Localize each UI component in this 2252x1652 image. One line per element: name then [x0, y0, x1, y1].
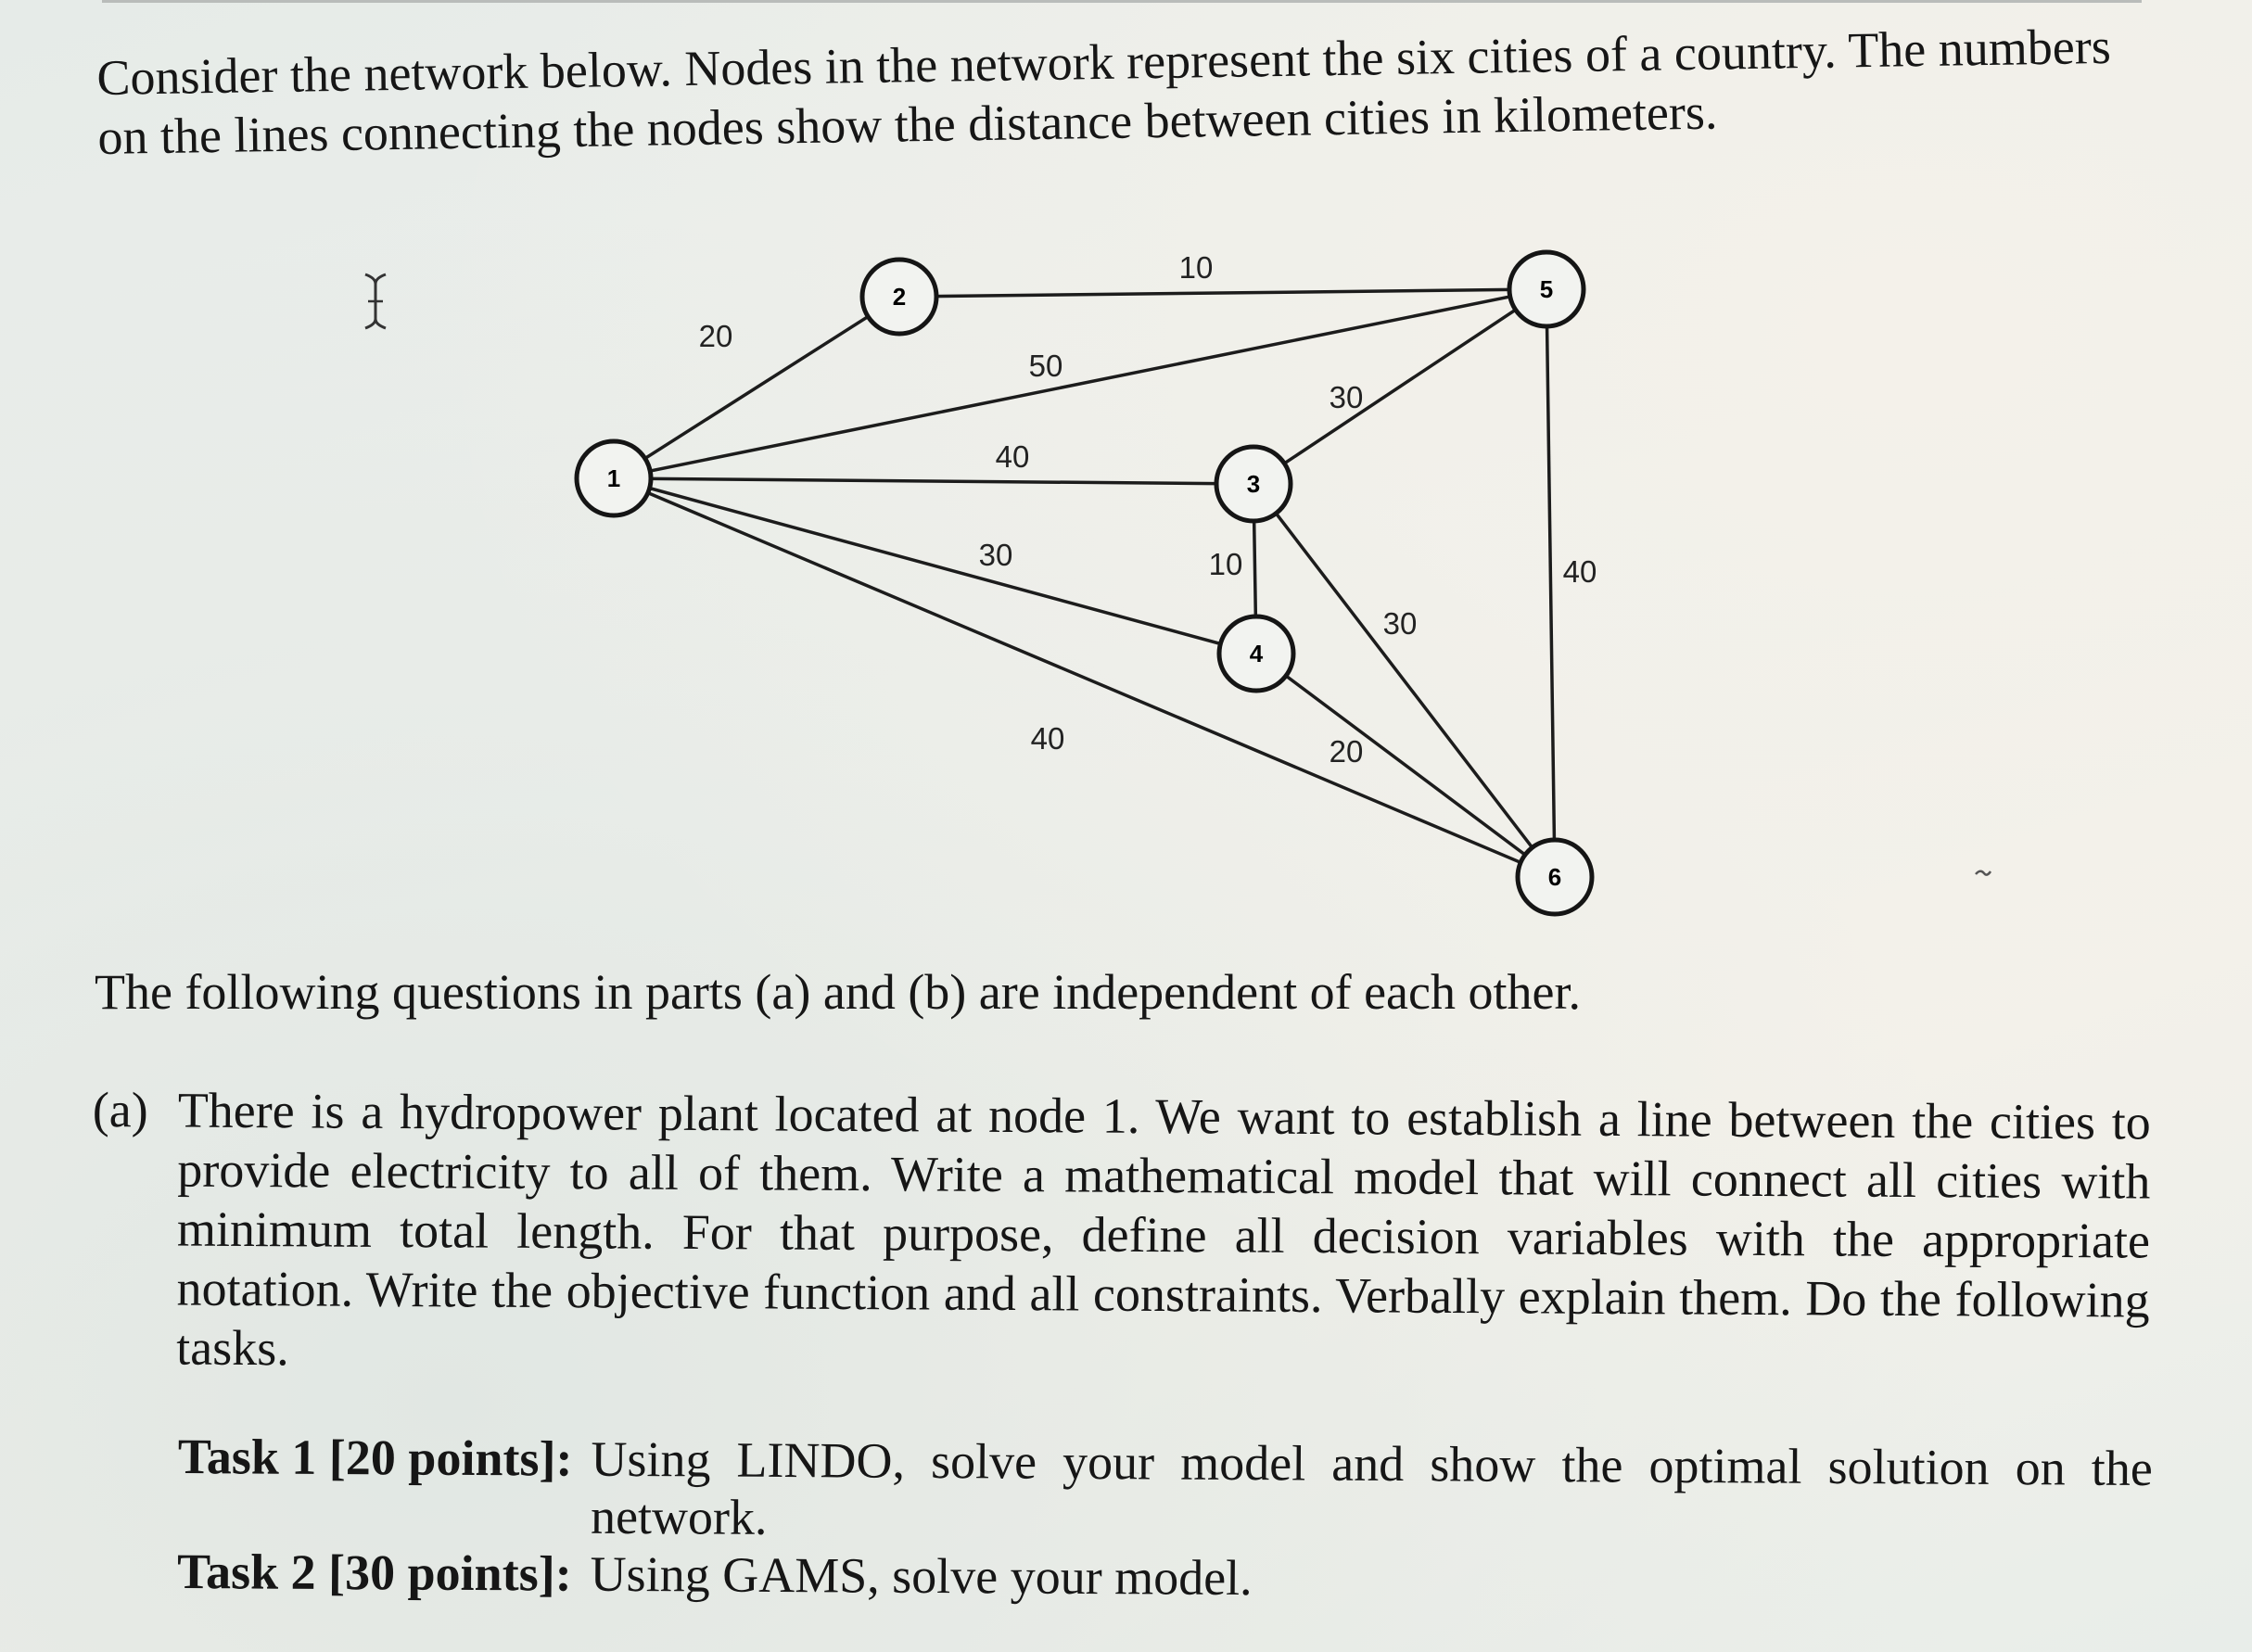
- edge-1-6: [613, 477, 1556, 879]
- node-3: 3: [1214, 444, 1293, 524]
- node-label: 3: [1247, 470, 1260, 498]
- edge-1-4: [613, 477, 1257, 655]
- node-label: 1: [607, 464, 620, 492]
- node-circle: [859, 257, 939, 337]
- task-item: Task 1 [20 points]: Using LINDO, solve y…: [177, 1428, 2153, 1555]
- part-a-question: (a) There is a hydropower plant located …: [91, 1080, 2151, 1390]
- independence-note: The following questions in parts (a) and…: [95, 964, 1581, 1020]
- task-label: Task 2 [30 points]:: [176, 1543, 572, 1602]
- top-rule-divider: [102, 0, 2142, 3]
- node-label: 2: [893, 283, 906, 311]
- node-1: 1: [574, 438, 654, 518]
- task-text: Using LINDO, solve your model and show t…: [590, 1430, 2153, 1545]
- node-label: 4: [1250, 640, 1264, 667]
- edge-1-2: [613, 295, 900, 480]
- edge-2-5: [898, 287, 1547, 299]
- node-5: 5: [1507, 249, 1586, 329]
- edge-label-1-4: 30: [979, 538, 1013, 572]
- part-a-text: There is a hydropower plant located at n…: [176, 1082, 2151, 1377]
- node-label: 6: [1548, 863, 1561, 891]
- edge-4-6: [1254, 652, 1557, 879]
- node-6: 6: [1515, 837, 1595, 917]
- edge-1-3: [613, 477, 1254, 486]
- node-circle: [1507, 249, 1586, 329]
- edge-label-3-5: 30: [1330, 380, 1364, 414]
- edge-label-2-5: 10: [1179, 250, 1214, 285]
- edge-label-1-3: 40: [996, 439, 1030, 474]
- task-label: Task 1 [20 points]:: [177, 1429, 573, 1487]
- node-2: 2: [859, 257, 939, 337]
- edge-label-1-6: 40: [1031, 721, 1065, 756]
- node-circle: [574, 438, 654, 518]
- edge-label-4-6: 20: [1330, 734, 1364, 769]
- node-circle: [1216, 614, 1296, 693]
- edge-label-1-5: 50: [1029, 349, 1063, 383]
- text-cursor-icon: [364, 273, 387, 330]
- node-circle: [1214, 444, 1293, 524]
- edge-3-5: [1253, 287, 1547, 486]
- stray-mark-icon: [1975, 870, 1992, 876]
- edge-label-3-4: 10: [1209, 547, 1243, 581]
- edge-label-5-6: 40: [1563, 554, 1597, 589]
- edge-3-6: [1252, 482, 1557, 879]
- edge-label-1-2: 20: [699, 319, 733, 353]
- task-text: Using GAMS, solve your model.: [590, 1545, 1253, 1607]
- node-4: 4: [1216, 614, 1296, 693]
- node-label: 5: [1540, 275, 1553, 303]
- edge-5-6: [1545, 288, 1557, 878]
- task-list: Task 1 [20 points]: Using LINDO, solve y…: [177, 1428, 2153, 1612]
- part-a-label: (a): [92, 1082, 148, 1138]
- node-circle: [1515, 837, 1595, 917]
- edge-label-3-6: 30: [1383, 606, 1418, 641]
- edge-1-5: [613, 287, 1547, 480]
- task-item: Task 2 [30 points]: Using GAMS, solve yo…: [177, 1543, 2152, 1612]
